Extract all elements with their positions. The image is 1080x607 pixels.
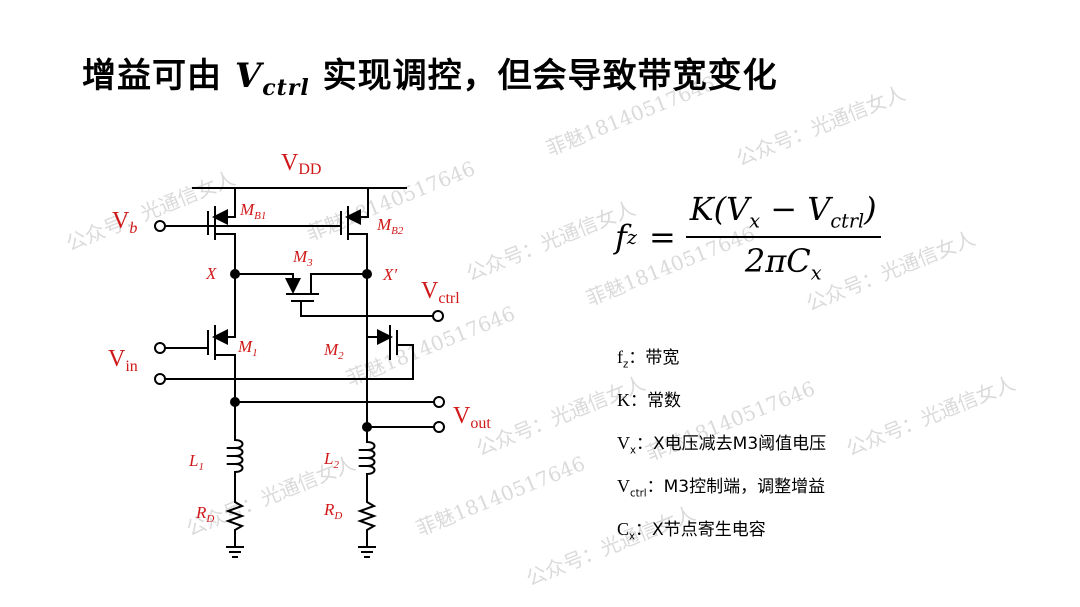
formula-lhs: f [615,218,627,257]
legend-symbol: V [617,475,630,496]
inductor-l1 [226,427,244,495]
formula-num-sub: ctrl [830,209,865,233]
vb-terminal [154,220,166,232]
legend-symbol: K [617,389,630,410]
mb2-drain [348,233,368,427]
m2-label: M2 [323,340,344,362]
vout-plus-terminal [433,396,445,408]
formula-num-sub: x [749,209,761,233]
formula-den-sub: x [810,261,822,285]
legend-separator: ： [635,519,653,540]
node-x-prime [362,269,372,279]
legend-separator: ： [630,390,647,411]
vin-minus-line [164,344,414,380]
m3-label: M3 [292,247,313,269]
node-out-right [362,422,372,432]
legend-item: Vctrl：M3控制端，调整增益 [617,469,826,512]
legend-symbol: C [617,518,630,539]
legend-description: M3控制端，调整增益 [663,476,826,497]
formula-equals: = [648,218,676,257]
formula-fraction: K(Vx − Vctrl) 2πCx [685,190,881,285]
resistor-rd2 [357,497,377,546]
vdd-label: VDD [281,150,321,178]
vctrl-terminal [432,310,444,322]
vin-plus-terminal [154,342,166,354]
legend-separator: ： [636,433,654,454]
m1-drain [215,354,236,440]
legend-description: 带宽 [645,348,680,368]
slide-title: 增益可由 Vctrl 实现调控，但会导致带宽变化 [82,56,778,101]
legend-symbol: f [617,347,623,367]
vin-label: Vin [108,346,138,375]
legend-item: fz：带宽 [617,340,826,383]
x-prime-node-label: X′ [382,265,397,284]
m3-source [235,273,301,294]
rd2-label: RD [323,500,342,522]
legend-separator: ： [646,476,664,497]
l1-label: L1 [188,451,204,473]
legend-symbol: V [617,432,630,453]
legend-item: Cx：X节点寄生电容 [617,512,826,555]
mb1-drain [215,233,236,274]
vin-minus-terminal [154,373,166,385]
resistor-rd1 [225,495,245,546]
x-node-label: X [205,264,217,283]
mb2-source [345,188,369,225]
legend-item: K：常数 [617,383,826,426]
legend-description: X节点寄生电容 [652,519,766,540]
vb-label: Vb [112,208,137,237]
formula-denominator: 2πCx [745,238,822,284]
vout-minus-terminal [433,421,445,433]
legend-symbol-sub: x [630,445,637,457]
mb2-label: MB2 [376,215,404,237]
m1-source [212,274,236,345]
m1-label: M1 [237,337,258,359]
legend-description: X电压减去M3阈值电压 [653,433,827,454]
node-out-left [230,397,240,407]
legend-symbol-sub: z [623,359,629,371]
mb1-source [212,188,236,225]
formula-numerator: K(Vx − Vctrl) [685,190,881,239]
mb1-label: MB1 [239,200,266,222]
vctrl-line [300,301,434,317]
legend-description: 常数 [647,390,681,411]
ground-icon [226,546,244,558]
legend-separator: ： [628,348,646,368]
formula-num-text: K(V [689,190,750,228]
legend-item: Vx：X电压减去M3阈值电压 [617,426,826,469]
formula-num-text: ) [864,190,877,228]
formula-den-text: 2πC [744,242,811,281]
vout-label: Vout [453,403,491,432]
variable-legend: fz：带宽 K：常数 Vx：X电压减去M3阈值电压 Vctrl：M3控制端，调整… [617,340,826,554]
l2-label: L2 [323,449,339,471]
inductor-l2 [358,427,376,497]
formula-lhs-sub: z [626,225,637,249]
rd1-label: RD [195,503,214,525]
node-x [230,269,240,279]
legend-symbol-sub: ctrl [630,488,647,500]
vctrl-label: Vctrl [421,278,460,307]
m3-drain [310,273,367,294]
legend-symbol-sub: x [629,530,636,542]
ground-icon [358,546,376,558]
formula-num-text: − V [760,190,831,228]
